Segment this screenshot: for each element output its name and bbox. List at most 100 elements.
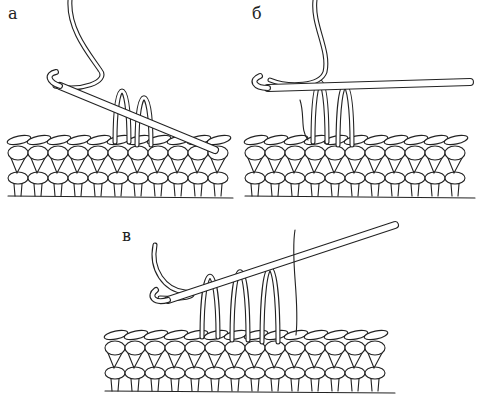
fabric-edge <box>245 196 475 198</box>
stitch-loop <box>305 172 325 184</box>
stitch-loop <box>265 146 285 160</box>
stitch-loop <box>88 172 108 184</box>
chain-loop <box>183 329 208 342</box>
chain-loop <box>143 329 168 342</box>
stitch-loop <box>105 341 125 355</box>
chain-loop <box>423 134 448 147</box>
stitch-loop <box>108 172 128 184</box>
chain-loop <box>303 329 328 342</box>
stitch-loop <box>445 146 465 160</box>
stitch-loop <box>325 172 345 184</box>
stitch-post <box>291 379 299 391</box>
yarn-strand <box>270 0 326 85</box>
stitch-loop <box>185 341 205 355</box>
stitch-loop <box>165 341 185 355</box>
stitch-post <box>271 184 279 196</box>
stitch-loop <box>8 146 28 160</box>
stitch-loop <box>445 172 465 184</box>
chain-loop <box>263 134 288 147</box>
stitch-loop <box>125 341 145 355</box>
yarn-end <box>294 230 297 335</box>
stitch-post <box>251 184 259 196</box>
stitch-loop <box>245 172 265 184</box>
stitch-post <box>351 379 359 391</box>
stitch-loop <box>265 341 285 355</box>
chain-loop <box>443 134 468 147</box>
stitch-post <box>331 379 339 391</box>
hook-tip <box>254 76 268 88</box>
chain-loop <box>223 329 248 342</box>
hook-tip <box>50 72 60 86</box>
stitch-post <box>54 184 62 196</box>
stitch-loop <box>345 341 365 355</box>
stitch-post <box>154 184 162 196</box>
stitch-post <box>371 379 379 391</box>
chain-loop <box>343 134 368 147</box>
stitch-loop <box>285 172 305 184</box>
stitch-loop <box>225 341 245 355</box>
stitch-post <box>371 184 379 196</box>
stitch-loop <box>68 146 88 160</box>
yarn-loop <box>262 269 278 343</box>
panel-letter: а <box>8 6 18 22</box>
chain-loop <box>363 134 388 147</box>
stitch-loop <box>125 367 145 379</box>
stitch-loop <box>168 172 188 184</box>
stitch-loop <box>8 172 28 184</box>
stitch-post <box>171 379 179 391</box>
hook-tip <box>254 76 268 88</box>
stitch-loop <box>108 146 128 160</box>
hook-tip <box>152 290 168 301</box>
chain-loop <box>6 134 31 147</box>
hook-tip <box>152 290 168 301</box>
chain-loop <box>343 329 368 342</box>
fabric-edge <box>8 196 233 198</box>
stitch-loop <box>305 146 325 160</box>
yarn-strand <box>55 0 102 88</box>
stitch-loop <box>405 172 425 184</box>
stitch-post <box>211 379 219 391</box>
stitch-post <box>34 184 42 196</box>
stitch-loop <box>245 146 265 160</box>
stitch-loop <box>88 146 108 160</box>
stitch-post <box>351 184 359 196</box>
stitch-loop <box>105 367 125 379</box>
stitch-loop <box>128 146 148 160</box>
stitch-loop <box>425 146 445 160</box>
yarn-end <box>300 100 308 140</box>
chain-loop <box>163 329 188 342</box>
stitch-post <box>151 379 159 391</box>
crochet-hook <box>168 225 395 300</box>
panel-letter: в <box>122 228 131 244</box>
stitch-loop <box>128 172 148 184</box>
stitch-loop <box>365 172 385 184</box>
stitch-loop <box>68 172 88 184</box>
stitch-post <box>311 379 319 391</box>
stitch-loop <box>305 367 325 379</box>
stitch-loop <box>28 172 48 184</box>
chain-loop <box>66 134 91 147</box>
stitch-loop <box>325 341 345 355</box>
stitch-post <box>114 184 122 196</box>
stitch-post <box>431 184 439 196</box>
stitch-loop <box>205 341 225 355</box>
stitch-loop <box>188 172 208 184</box>
stitch-loop <box>345 367 365 379</box>
stitch-post <box>191 379 199 391</box>
chain-loop <box>243 134 268 147</box>
stitch-loop <box>48 146 68 160</box>
stitch-post <box>311 184 319 196</box>
stitch-post <box>74 184 82 196</box>
chain-loop <box>123 329 148 342</box>
stitch-loop <box>145 367 165 379</box>
stitch-loop <box>208 172 228 184</box>
yarn-loop <box>338 86 352 145</box>
stitch-post <box>134 184 142 196</box>
stitch-loop <box>225 367 245 379</box>
chain-loop <box>103 329 128 342</box>
stitch-loop <box>425 172 445 184</box>
stitch-loop <box>185 367 205 379</box>
stitch-loop <box>28 146 48 160</box>
stitch-loop <box>345 172 365 184</box>
stitch-post <box>14 184 22 196</box>
